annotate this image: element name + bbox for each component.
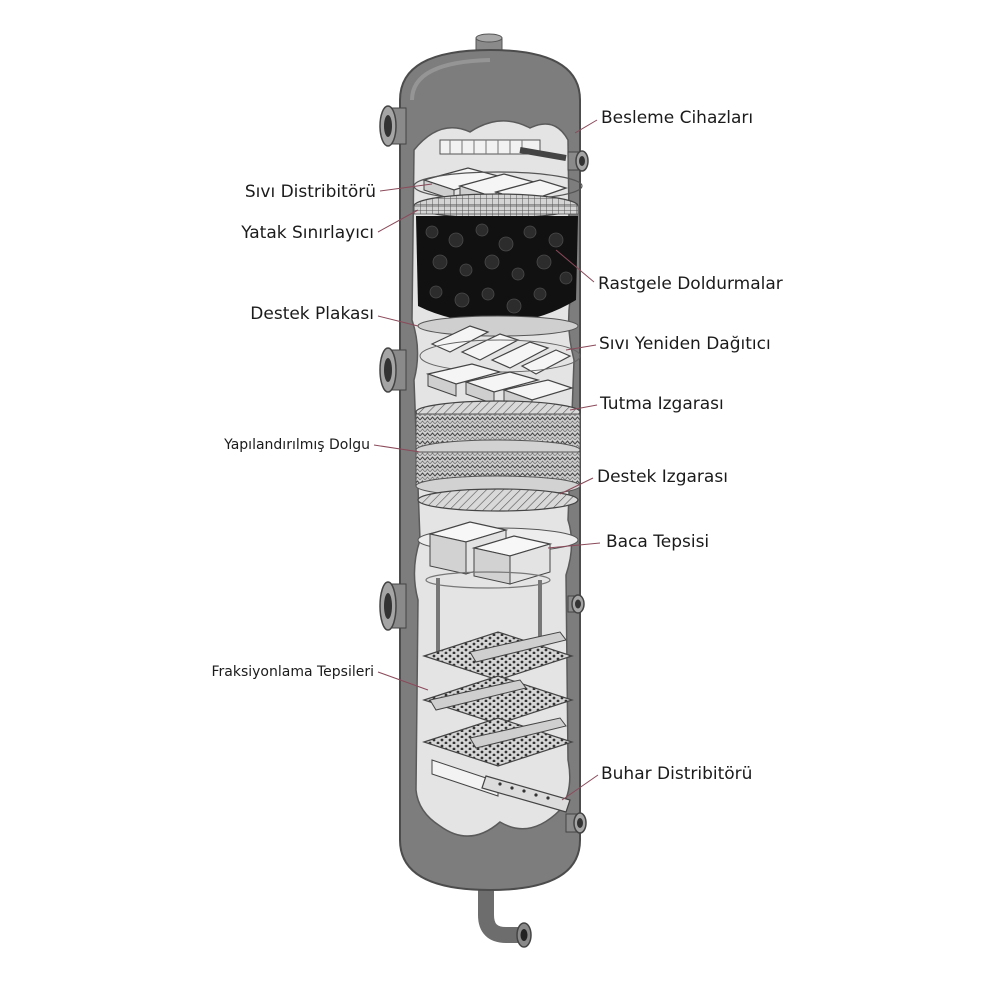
leader-fraksiyonlama-tepsileri — [377, 671, 429, 691]
label-destek-plakasi: Destek Plakası — [250, 304, 374, 324]
leader-sivi-yeniden-dagitici — [565, 344, 597, 351]
leader-tutma-izgarasi — [569, 404, 598, 411]
leader-destek-izgarasi — [559, 477, 594, 495]
leader-besleme-cihazlari — [574, 119, 598, 134]
label-besleme-cihazlari: Besleme Cihazları — [601, 108, 754, 128]
structured-packing — [415, 413, 581, 497]
fractionation-trays — [422, 631, 574, 797]
leader-baca-tepsisi — [547, 542, 601, 549]
label-sivi-distributoru: Sıvı Distribitörü — [244, 182, 376, 202]
leader-destek-plakasi — [377, 315, 419, 327]
chimney-tray — [417, 521, 579, 585]
feed-device — [439, 139, 567, 161]
nozzle-left-middle — [379, 347, 407, 393]
label-destek-izgarasi: Destek Izgarası — [597, 467, 728, 487]
nozzle-right-steam — [565, 812, 587, 834]
label-buhar-distributoru: Buhar Distribitörü — [601, 764, 753, 784]
leader-lines — [373, 119, 601, 801]
label-baca-tepsisi: Baca Tepsisi — [606, 532, 710, 552]
label-sivi-yeniden-dagitici: Sıvı Yeniden Dağıtıcı — [599, 334, 771, 354]
leader-yatak-sinirlayici — [377, 209, 419, 233]
label-rastgele-doldurmalar: Rastgele Doldurmalar — [598, 274, 783, 294]
label-fraksiyonlama-tepsileri: Fraksiyonlama Tepsileri — [211, 664, 374, 680]
label-yapilandirilmis-dolgu: Yapılandırılmış Dolgu — [224, 437, 370, 453]
leader-rastgele-doldurmalar — [555, 249, 595, 283]
leader-buhar-distributoru — [561, 774, 599, 801]
label-tutma-izgarasi: Tutma Izgarası — [600, 394, 724, 414]
random-packing-bed — [416, 216, 578, 324]
bottom-outlet-pipe — [478, 880, 532, 948]
nozzle-left-top — [379, 105, 407, 147]
leader-sivi-distributoru — [379, 183, 433, 192]
steam-distributor — [481, 775, 571, 813]
support-grid — [417, 488, 579, 512]
bed-limiter — [413, 193, 579, 219]
nozzle-left-bottom — [379, 581, 407, 631]
nozzle-right-middle — [567, 594, 585, 614]
side-nozzles — [379, 105, 589, 834]
liquid-redistributor — [419, 325, 581, 375]
leader-yapilandirilmis-dolgu — [373, 444, 421, 453]
nozzle-right-feed — [567, 150, 589, 172]
label-yatak-sinirlayici: Yatak Sınırlayıcı — [241, 223, 374, 243]
support-plate — [417, 315, 579, 337]
